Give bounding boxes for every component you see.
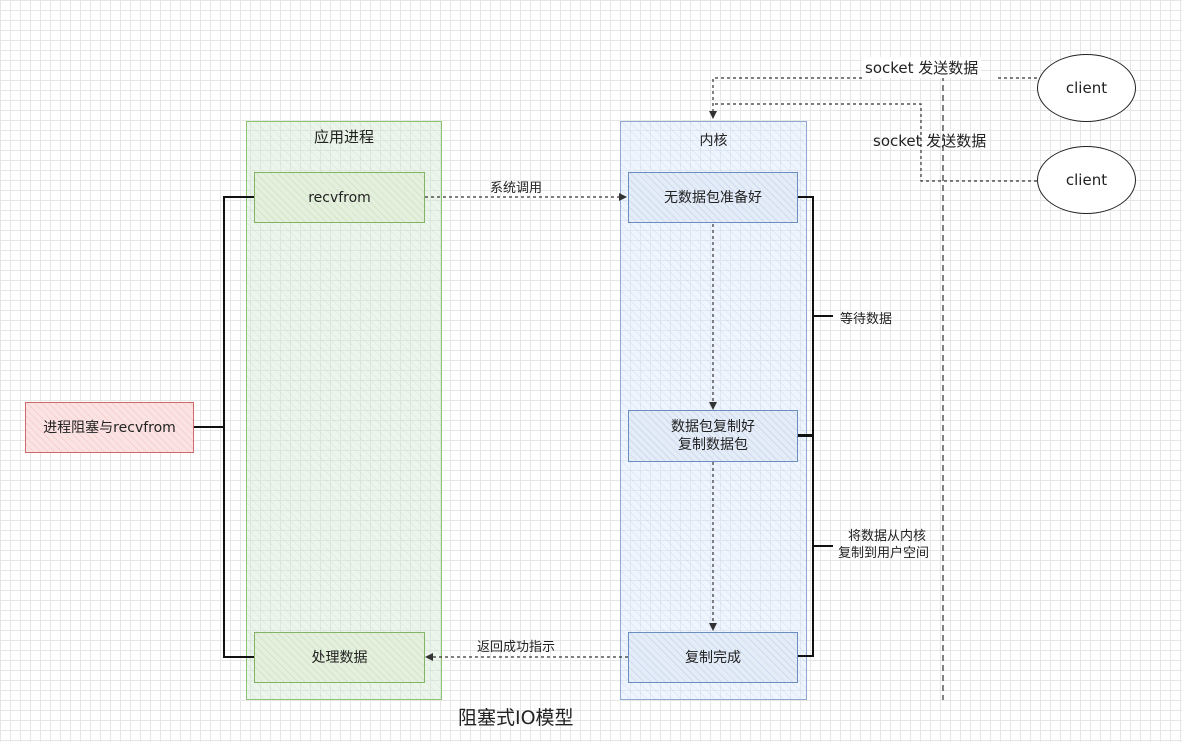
packet-ready-label-line2: 复制数据包 [678, 437, 748, 453]
client-node-2[interactable]: client [1037, 146, 1136, 214]
copy-to-user-label: 将数据从内核 复制到用户空间 [838, 528, 929, 562]
socket-send-label-2: socket 发送数据 [873, 132, 987, 150]
wait-data-label: 等待数据 [840, 312, 893, 327]
recvfrom-label: recvfrom [308, 189, 371, 206]
socket-send-label-1: socket 发送数据 [862, 57, 982, 78]
kernel-lane-title: 内核 [699, 133, 728, 149]
client2-send-arrow [713, 103, 1037, 182]
packet-ready-box[interactable]: 数据包复制好 复制数据包 [628, 410, 798, 462]
copy-done-label: 复制完成 [685, 649, 741, 666]
copy-done-box[interactable]: 复制完成 [628, 632, 798, 683]
return-success-label: 返回成功指示 [477, 640, 556, 655]
client-label-1: client [1065, 79, 1108, 97]
diagram-title: 阻塞式IO模型 [458, 707, 574, 729]
app-lane-title: 应用进程 [313, 128, 374, 146]
no-packet-box[interactable]: 无数据包准备好 [628, 172, 798, 223]
copy-bracket [797, 435, 814, 657]
packet-ready-label-line1: 数据包复制好 [671, 419, 755, 435]
process-data-box[interactable]: 处理数据 [254, 632, 425, 683]
client-node-1[interactable]: client [1037, 54, 1136, 122]
blocking-bracket [223, 196, 254, 658]
recvfrom-box[interactable]: recvfrom [254, 172, 425, 223]
no-packet-label: 无数据包准备好 [664, 189, 762, 206]
syscall-label: 系统调用 [490, 181, 543, 196]
copy-to-user-line1: 将数据从内核 [848, 529, 927, 544]
client1-send-arrow [713, 77, 1037, 118]
wait-data-bracket [797, 196, 814, 436]
blocked-process-box[interactable]: 进程阻塞与recvfrom [25, 402, 194, 453]
process-data-label: 处理数据 [311, 649, 368, 666]
copy-to-user-line2: 复制到用户空间 [838, 546, 930, 561]
client-label-2: client [1065, 171, 1108, 189]
blocked-process-label: 进程阻塞与recvfrom [43, 419, 176, 436]
